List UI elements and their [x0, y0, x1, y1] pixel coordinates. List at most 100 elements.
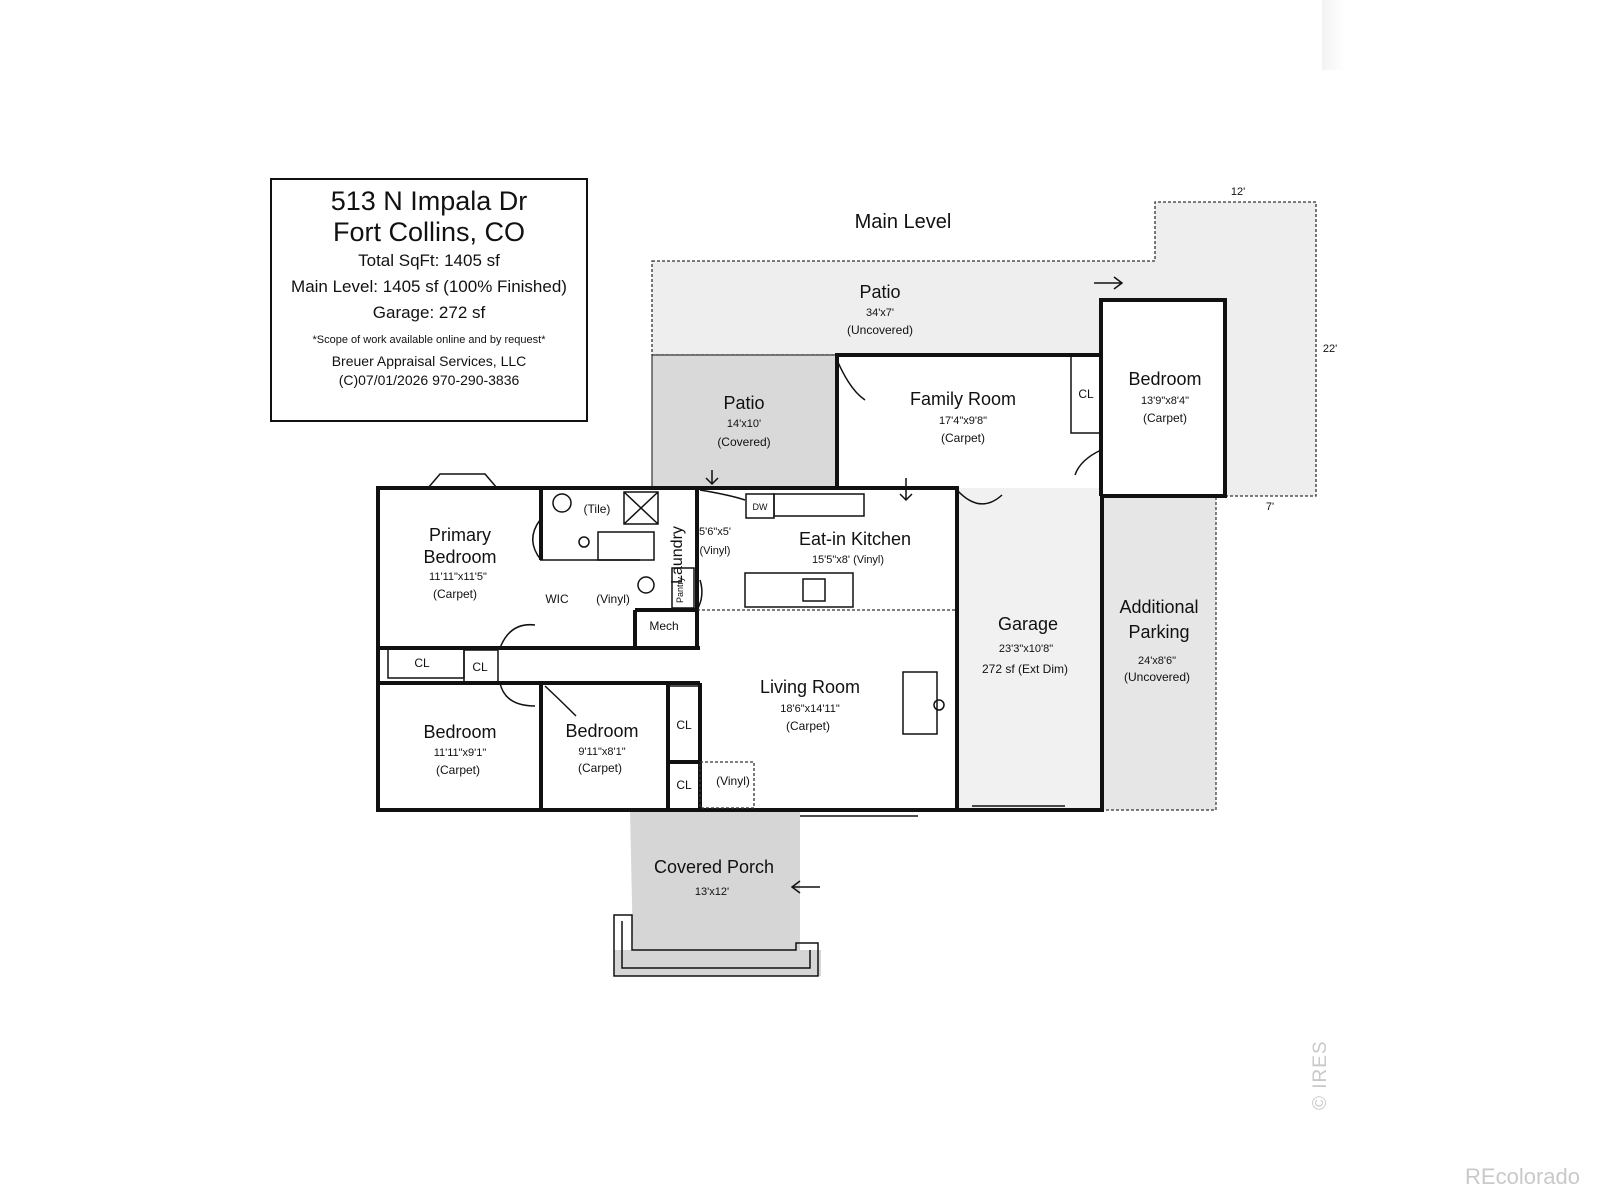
wic-label: WIC	[545, 592, 569, 606]
door-swing-garage	[956, 489, 1003, 505]
parking-area	[1101, 495, 1217, 811]
garage-name: Garage	[998, 614, 1058, 634]
primary-bedroom-name-1: Primary	[429, 525, 491, 545]
closet-label-entry: CL	[676, 778, 692, 792]
garage-area	[957, 488, 1102, 810]
toilet-icon	[552, 493, 572, 513]
tile-label: (Tile)	[584, 502, 611, 516]
bedroom-sc-note: (Carpet)	[578, 761, 622, 775]
door-swing-primary	[499, 623, 536, 649]
covered-porch-area	[614, 810, 821, 976]
parking-name-2: Parking	[1128, 622, 1189, 642]
shower	[623, 491, 659, 525]
primary-bedroom-name-2: Bedroom	[423, 547, 496, 567]
family-room-name: Family Room	[910, 389, 1016, 409]
family-room-note: (Carpet)	[941, 431, 985, 445]
garage-dims: 23'3"x10'8"	[999, 643, 1053, 655]
address-line-1: 513 N Impala Dr	[330, 186, 528, 216]
entry-vinyl-label: (Vinyl)	[716, 774, 750, 788]
bedroom-sc-name: Bedroom	[565, 721, 638, 741]
dim-12: 12'	[1231, 186, 1245, 198]
primary-bedroom-dims: 11'11"x11'5"	[429, 571, 487, 583]
bedroom-sw-note: (Carpet)	[436, 763, 480, 777]
closet-bedroom-sc	[667, 685, 701, 763]
counter-top	[773, 493, 865, 517]
main-level-sqft: Main Level: 1405 sf (100% Finished)	[291, 277, 567, 296]
address-line-2: Fort Collins, CO	[332, 217, 526, 247]
kitchen-dims: 15'5"x8' (Vinyl)	[812, 554, 884, 566]
shower-diag-2	[623, 491, 659, 525]
top-edge-shade	[1322, 0, 1346, 70]
dim-7: 7'	[1266, 501, 1274, 513]
patio-uncovered-name: Patio	[859, 282, 900, 302]
bedroom-ne-note: (Carpet)	[1143, 411, 1187, 425]
closet-hall-2	[463, 649, 499, 684]
copyright-line: (C)07/01/2026 970-290-3836	[338, 372, 520, 388]
door-swing-bath	[532, 519, 542, 561]
property-info-box: 513 N Impala Dr Fort Collins, CO Total S…	[270, 178, 588, 422]
bedroom-sw-name: Bedroom	[423, 722, 496, 742]
door-swing-bedroom-sc	[544, 685, 577, 717]
bedroom-ne-dims: 13'9"x8'4"	[1141, 395, 1189, 407]
bath-vinyl-label: (Vinyl)	[596, 592, 630, 606]
kitchen-name: Eat-in Kitchen	[799, 529, 911, 549]
garage-note: 272 sf (Ext Dim)	[982, 662, 1068, 676]
porch-name: Covered Porch	[654, 857, 774, 877]
family-room-dims: 17'4"x9'8"	[939, 415, 987, 427]
pantry-label: Pantry	[675, 576, 685, 603]
closet-label-hall-1: CL	[414, 656, 430, 670]
dw-label: DW	[753, 502, 768, 512]
sink-icon	[578, 536, 590, 548]
patio-covered-dims: 14'x10'	[727, 418, 761, 430]
scope-note: *Scope of work available online and by r…	[312, 334, 546, 346]
living-room-dims: 18'6"x14'11"	[780, 703, 840, 715]
closet-label-ne: CL	[1078, 387, 1094, 401]
fireplace	[902, 671, 938, 735]
living-room-name: Living Room	[760, 677, 860, 697]
patio-uncovered-note: (Uncovered)	[847, 323, 913, 337]
door-swing-bedroom-ne	[1074, 449, 1102, 476]
parking-dims: 24'x8'6"	[1138, 655, 1176, 667]
bedroom-sc-dims: 9'11"x8'1"	[578, 746, 625, 758]
arrow-family-south	[899, 478, 913, 502]
stove-icon	[802, 578, 826, 602]
arrow-patio-south	[705, 470, 719, 486]
appraiser-company: Breuer Appraisal Services, LLC	[331, 353, 527, 369]
arrow-patio-east	[1094, 276, 1124, 290]
door-swing-bedroom-sw	[499, 682, 536, 707]
closet-label-sc: CL	[676, 718, 692, 732]
parking-name-1: Additional	[1119, 597, 1198, 617]
closet-label-hall-2: CL	[472, 660, 488, 674]
closet-bedroom-ne	[1070, 354, 1102, 434]
toilet-icon-2	[637, 576, 655, 594]
laundry-vinyl: (Vinyl)	[700, 545, 731, 557]
bathtub	[597, 531, 655, 561]
patio-uncovered-dims: 34'x7'	[866, 307, 894, 319]
parking-note: (Uncovered)	[1124, 670, 1190, 684]
bay-window	[427, 473, 498, 489]
laundry-dims: 5'6"x5'	[699, 526, 731, 538]
porch-dims: 13'x12'	[695, 886, 729, 898]
mech-label: Mech	[649, 619, 678, 633]
dim-22: 22'	[1323, 343, 1337, 355]
bedroom-ne-name: Bedroom	[1128, 369, 1201, 389]
addition-wall	[835, 298, 1227, 812]
ires-watermark: © IRES	[1310, 1040, 1331, 1110]
entry-tile	[699, 761, 755, 809]
patio-covered-note: (Covered)	[717, 435, 770, 449]
kitchen-island	[744, 572, 854, 608]
bedroom-sw-dims: 11'11"x9'1"	[434, 747, 487, 759]
porch-brick-edge	[613, 914, 819, 977]
pantry-box	[671, 567, 695, 609]
total-sqft: Total SqFt: 1405 sf	[358, 251, 500, 270]
patio-covered-name: Patio	[723, 393, 764, 413]
garage-sqft: Garage: 272 sf	[372, 303, 486, 322]
door-swing-pantry	[696, 579, 703, 611]
laundry-label: Laundry	[669, 526, 686, 584]
level-title: Main Level	[855, 211, 952, 233]
arrow-porch-west	[790, 880, 820, 894]
door-swing-family	[836, 359, 866, 401]
door-swing-laundry	[699, 489, 746, 501]
porch-brick-inner	[621, 921, 811, 969]
